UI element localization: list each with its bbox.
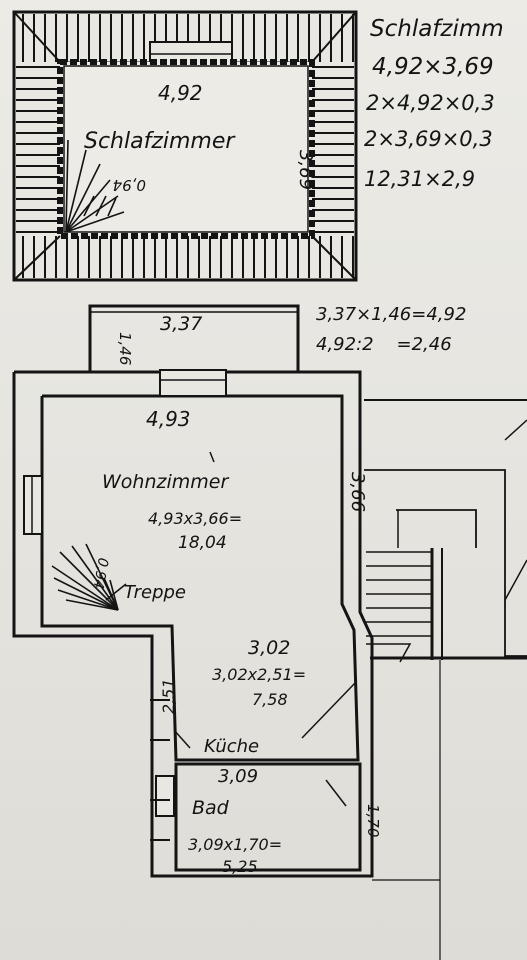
staircase-right (364, 399, 527, 960)
wohnzimmer-label: Wohnzimmer (102, 471, 229, 493)
dormer-height-dim: 1,46 (116, 332, 134, 365)
schlafzimmer-label: Schlafzimmer (84, 129, 236, 154)
schlafzimmer-stair-dim: 0,94 (113, 176, 146, 194)
roof-hatch-bottom (16, 236, 354, 278)
roof-hatch-right (312, 62, 354, 236)
stair-fan-lower (51, 543, 127, 611)
kueche-label: Küche (204, 736, 259, 757)
bad-calc-line2: 5,25 (222, 857, 258, 876)
calc-title: Schlafzimm (370, 16, 504, 42)
kueche-calc-line2: 7,58 (252, 690, 288, 709)
wohnzimmer-stair-dim: 0,94 (90, 556, 111, 589)
dormer-bay: 3,37 1,46 (88, 304, 300, 374)
calc-line1: 4,92×3,69 (372, 54, 494, 80)
bad-width-dim: 3,09 (218, 766, 258, 787)
treppe-label: Treppe (124, 582, 186, 603)
dormer-width-dim: 3,37 (160, 313, 202, 335)
wohnzimmer-calc-line1: 4,93x3,66= (148, 509, 242, 528)
stair-fan-upper (65, 139, 125, 233)
bad-height-dim: 1,70 (364, 804, 382, 837)
dormer-calc-line2: 4,92:2 =2,46 (316, 334, 452, 355)
schlafzimmer-width-dim: 4,92 (158, 81, 203, 105)
calc-line2: 2×4,92×0,3 (366, 91, 495, 115)
roof-hatch-left (16, 62, 60, 236)
upper-floor-plan: 4,92 Schlafzimmer 3,69 0,94 (12, 10, 358, 282)
wohnzimmer-calc-line2: 18,04 (178, 533, 227, 553)
wohnzimmer-height-dim: 3,66 (347, 472, 368, 512)
bad-calc-line1: 3,09x1,70= (188, 835, 282, 854)
kueche-height-dim: 2,51 (159, 678, 178, 714)
wohnzimmer-width-dim: 4,93 (146, 407, 191, 431)
bad-label: Bad (192, 797, 230, 819)
calc-line3: 2×3,69×0,3 (364, 127, 493, 151)
area-calculations: Schlafzimm 4,92×3,69 2×4,92×0,3 2×3,69×0… (316, 16, 504, 355)
kueche-calc-line1: 3,02x2,51= (212, 665, 306, 684)
schlafzimmer-height-dim: 3,69 (295, 150, 316, 190)
kueche-width-dim: 3,02 (248, 637, 290, 659)
calc-line4: 12,31×2,9 (364, 167, 475, 191)
lower-floor-labels: 4,93 3,66 Wohnzimmer 4,93x3,66= 18,04 Tr… (90, 407, 382, 876)
lower-floor-plan (12, 369, 374, 878)
dormer-calc-line1: 3,37×1,46=4,92 (316, 304, 466, 325)
